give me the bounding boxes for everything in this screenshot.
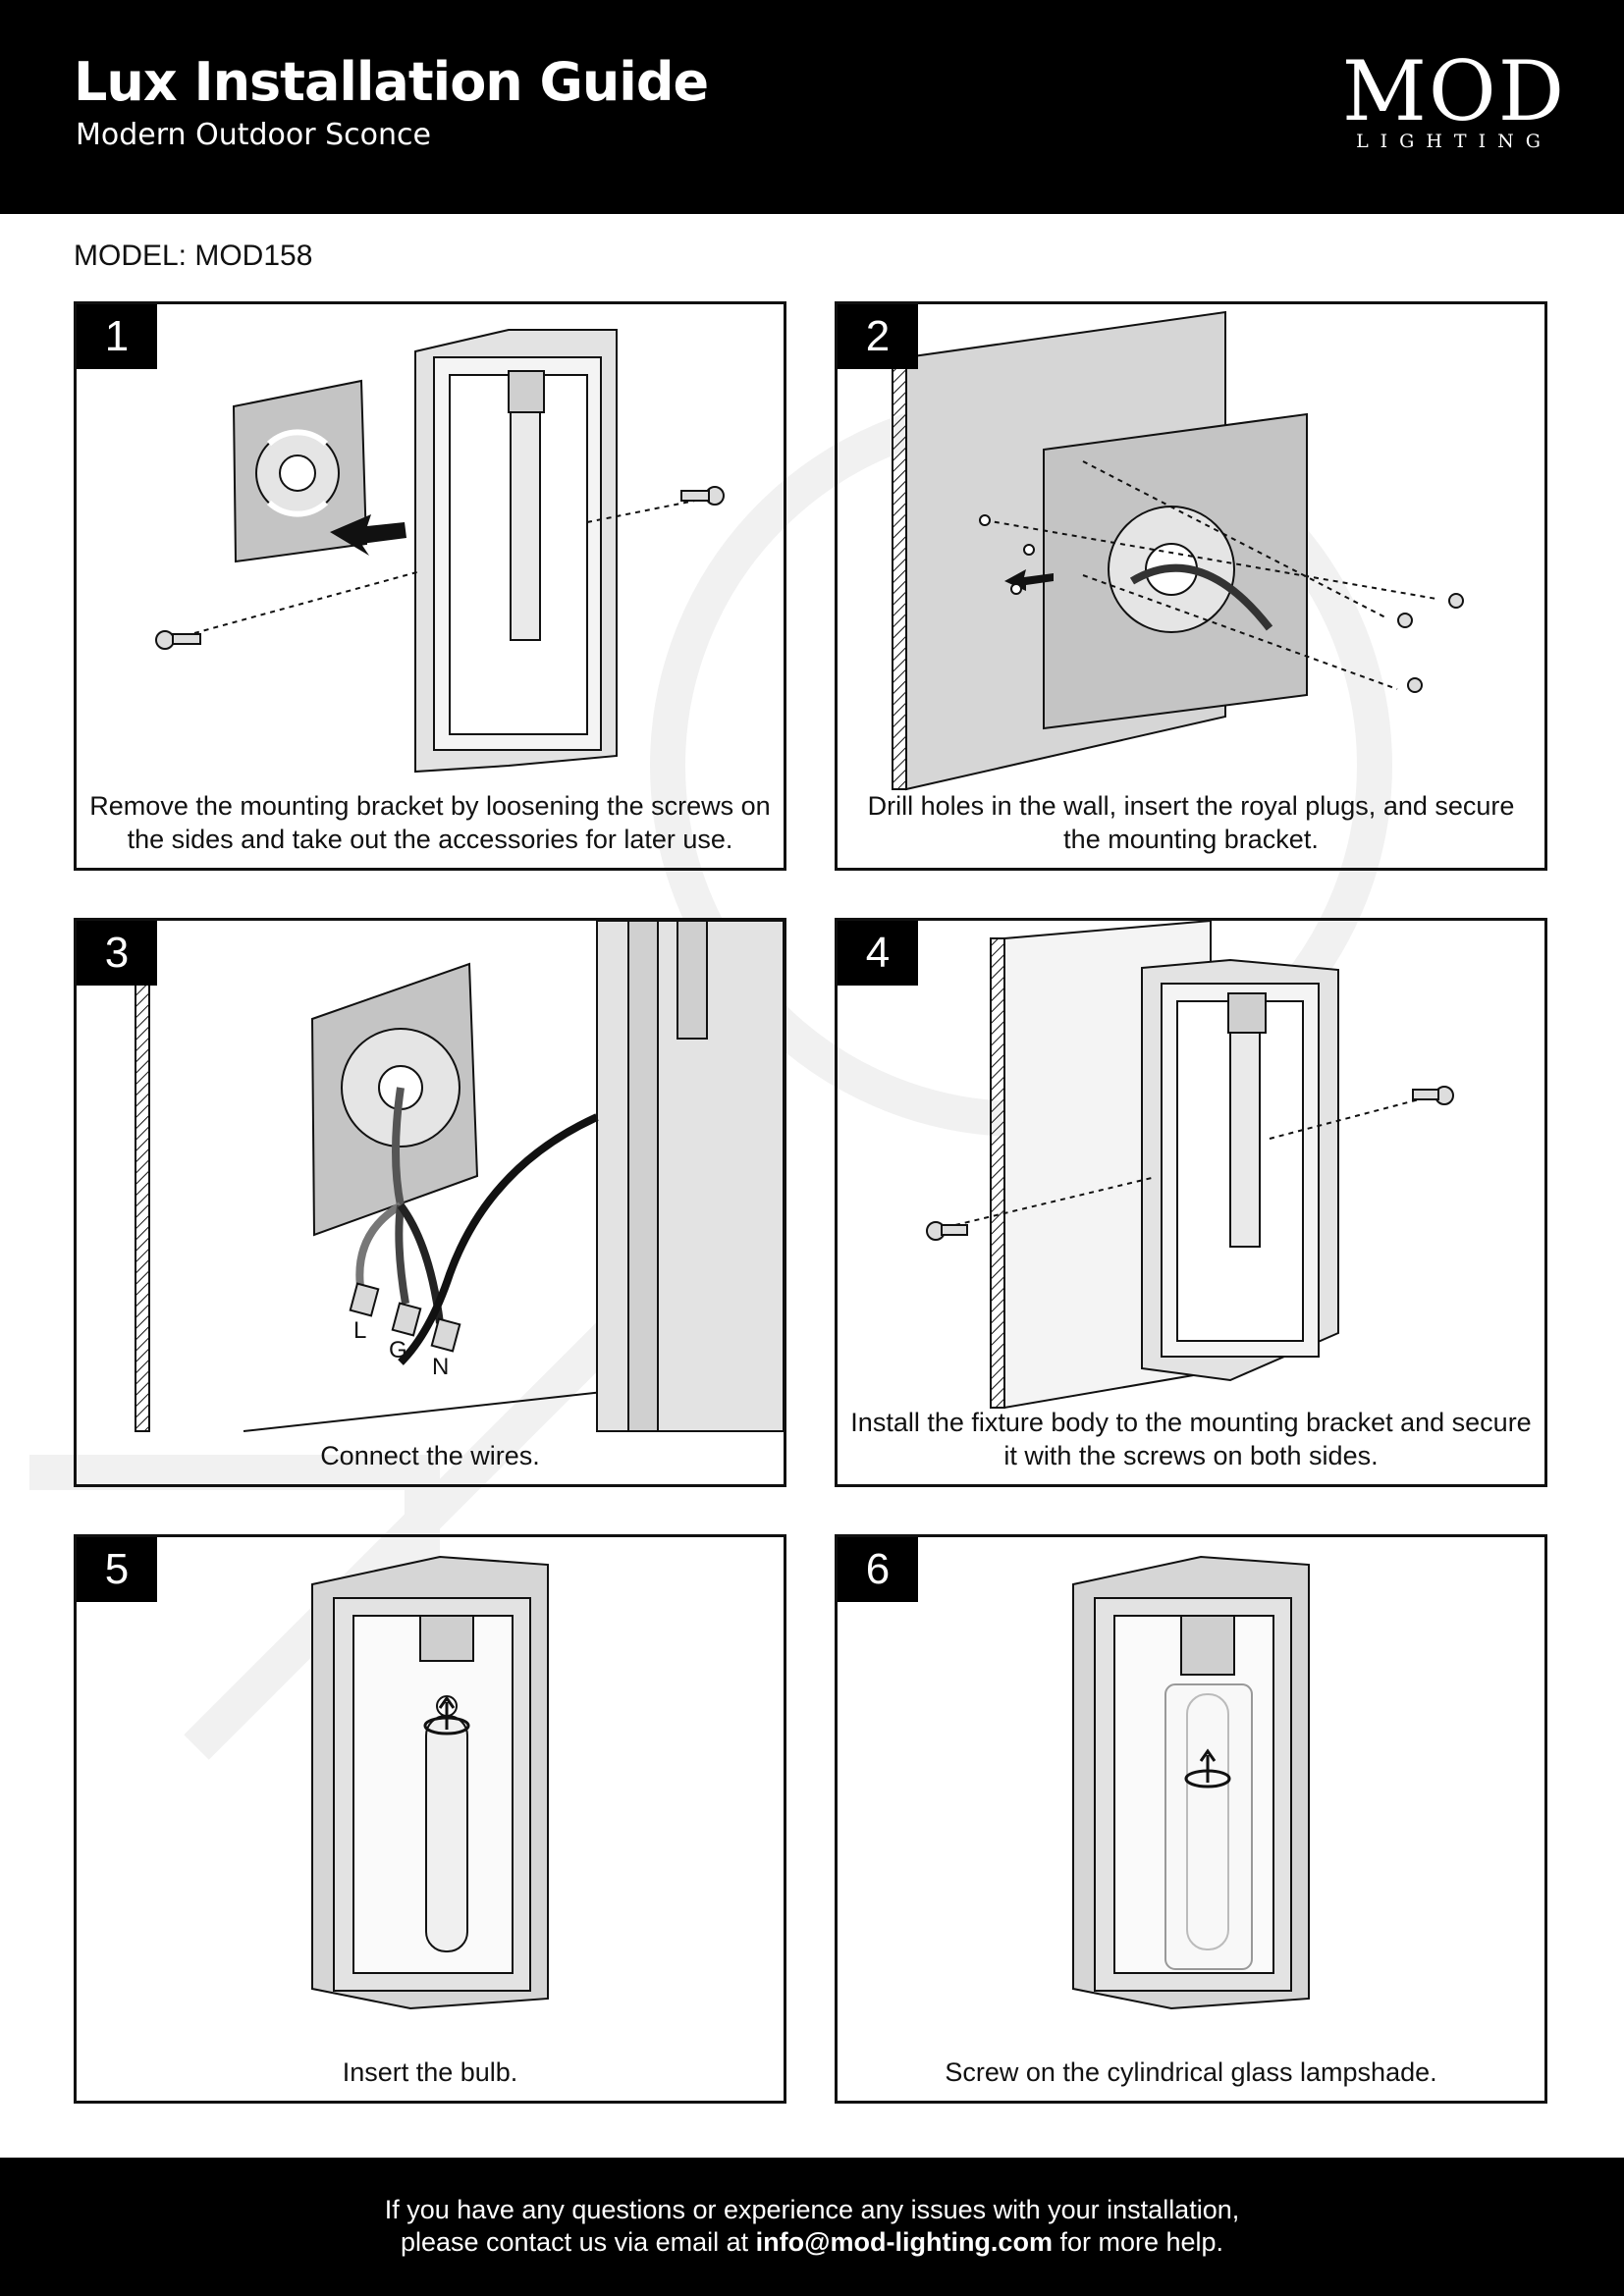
step-1-panel: 1 Remove the mounting bracket by looseni… [74,301,786,871]
model-number: MODEL: MOD158 [74,240,313,272]
step-6-panel: 6 Screw on the cylindrical glass lampsha… [835,1534,1547,2104]
step-3-illustration: L G N [135,921,784,1432]
step-caption: Remove the mounting bracket by loosening… [89,791,771,854]
step-3-panel: L G N 3 Connect the wires. [74,918,786,1487]
step-caption: Install the fixture body to the mounting… [850,1408,1532,1470]
step-6-illustration [1072,1555,1310,2010]
wire-label-live: L [353,1317,366,1344]
step-5-panel: 5 Insert the bulb. [74,1534,786,2104]
step-number: 3 [77,921,157,986]
footer-line-2: please contact us via email at info@mod-… [0,2226,1624,2259]
wire-label-neutral: N [432,1354,449,1380]
step-caption: Drill holes in the wall, insert the roya… [867,791,1515,854]
footer-line-2-suffix: for more help. [1052,2227,1224,2257]
step-2-panel: 2 Drill holes in the wall, insert the ro… [835,301,1547,871]
support-email-link[interactable]: info@mod-lighting.com [755,2227,1053,2257]
step-number: 6 [838,1537,918,1602]
step-number: 1 [77,304,157,369]
footer-bar: If you have any questions or experience … [0,2158,1624,2296]
step-number: 2 [838,304,918,369]
header-bar: Lux Installation Guide Modern Outdoor Sc… [0,0,1624,214]
wire-label-ground: G [389,1337,407,1363]
page-title: Lux Installation Guide [74,51,709,113]
brand-logo-subtext: LIGHTING [1356,131,1552,152]
step-2-illustration [892,310,1464,791]
step-1-illustration [155,329,725,774]
step-number: 5 [77,1537,157,1602]
step-caption: Screw on the cylindrical glass lampshade… [945,2057,1437,2087]
step-5-illustration [311,1555,549,2010]
step-caption: Connect the wires. [320,1441,540,1470]
footer-line-1: If you have any questions or experience … [384,2195,1240,2224]
step-caption: Insert the bulb. [342,2057,518,2087]
step-4-panel: 4 Install the fixture body to the mounti… [835,918,1547,1487]
footer-line-2-prefix: please contact us via email at [400,2227,756,2257]
step-4-illustration [926,921,1454,1410]
brand-logo: MOD [1341,43,1567,139]
page-subtitle: Modern Outdoor Sconce [76,118,431,152]
step-number: 4 [838,921,918,986]
